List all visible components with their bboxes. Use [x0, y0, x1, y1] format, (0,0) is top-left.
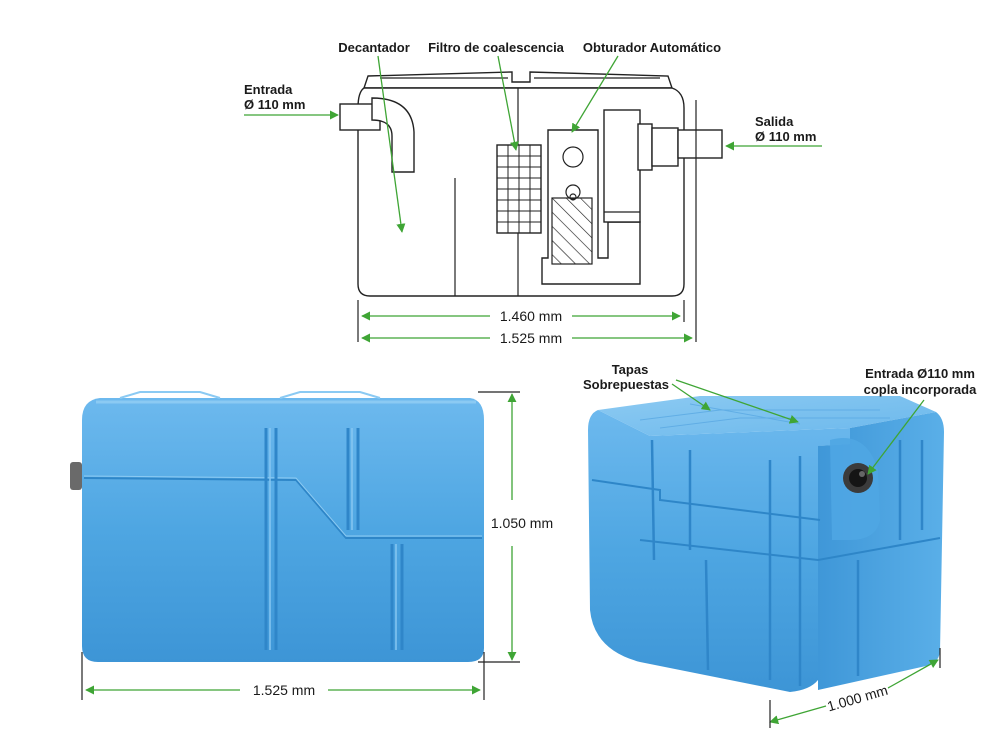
coalescence-filter [496, 144, 542, 234]
label-salida: Salida [755, 114, 794, 129]
label-decantador: Decantador [338, 40, 410, 55]
schematic-cross-section: 1.460 mm 1.525 mm Decantador Filtro de c… [244, 40, 822, 346]
label-tapas: Tapas [612, 362, 649, 377]
tank-front-view: 1.525 mm 1.050 mm [70, 391, 553, 700]
label-sobrepuestas: Sobrepuestas [583, 377, 669, 392]
front-inlet-stub [70, 462, 82, 490]
label-entrada: Entrada [244, 82, 293, 97]
outlet-pipe [677, 129, 723, 159]
label-filtro: Filtro de coalescencia [428, 40, 565, 55]
label-entrada-diam: Ø 110 mm [244, 97, 305, 112]
label-entrada-copla: Entrada Ø110 mm [865, 366, 975, 381]
dim-outer-length: 1.525 mm [500, 330, 562, 346]
dim-depth: 1.000 mm [825, 682, 889, 715]
schematic-lid [363, 71, 673, 89]
dim-front-length: 1.525 mm [253, 682, 315, 698]
label-salida-diam: Ø 110 mm [755, 129, 816, 144]
label-obturador: Obturador Automático [583, 40, 721, 55]
tank-3d-view: 1.000 mm Tapas Sobrepuestas Entrada Ø110… [583, 362, 977, 728]
label-copla-incorporada: copla incorporada [864, 382, 977, 397]
tank-3d-top [598, 396, 936, 436]
automatic-shutter [541, 109, 679, 285]
dim-inner-length: 1.460 mm [500, 308, 562, 324]
inlet-elbow [371, 97, 415, 173]
front-tank-body [82, 398, 484, 662]
dim-height: 1.050 mm [491, 515, 553, 531]
tank-3d-front-face [588, 410, 850, 692]
